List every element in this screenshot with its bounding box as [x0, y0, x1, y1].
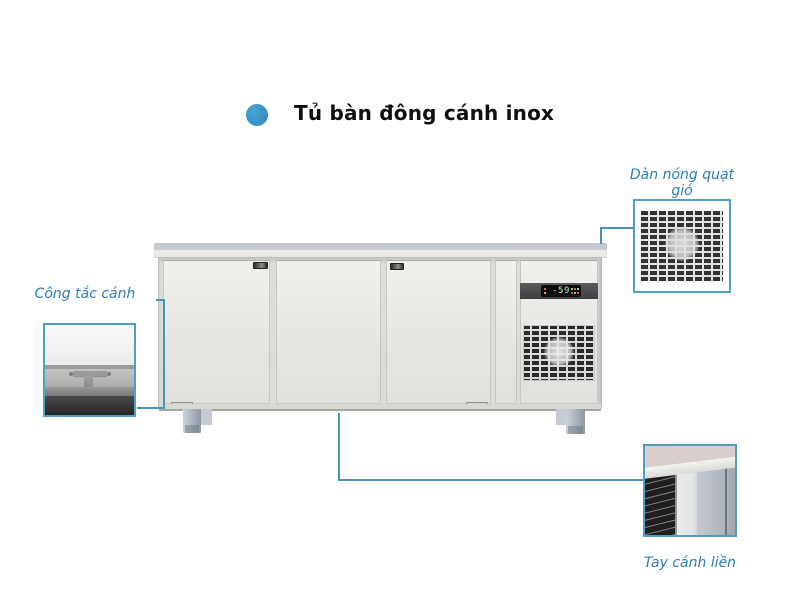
temperature-display: -59 [541, 285, 581, 297]
freezer-leg-front-right [566, 409, 585, 434]
leg-foot [185, 425, 199, 433]
title-bullet-icon [246, 104, 268, 126]
connector-switch-vertical [163, 299, 165, 409]
display-indicator-dots-left [544, 288, 546, 290]
fan-icon [544, 337, 574, 367]
freezer-plinth [159, 404, 601, 411]
detail-box-door-switch [43, 323, 136, 417]
freezer-leg-back-left [201, 409, 212, 425]
brand-badge [253, 262, 268, 269]
connector-switch-horizontal [137, 407, 165, 409]
connector-handle-horizontal [338, 479, 645, 481]
freezer-door-left [163, 260, 270, 404]
switch-closeup-frame [45, 369, 134, 388]
door-switch-bracket [72, 371, 107, 376]
callout-label-flush-handle: Tay cánh liền [643, 555, 737, 571]
freezer-blank-panel [495, 260, 517, 404]
door-switch-lever [83, 375, 93, 388]
page-title: Tủ bàn đông cánh inox [294, 101, 555, 125]
connector-switch-stub [156, 299, 165, 301]
freezer-side-edge [598, 260, 602, 404]
freezer-leg-front-left [183, 409, 201, 433]
display-indicator-dots-right [571, 288, 573, 290]
detail-box-condenser-fan [633, 199, 731, 293]
callout-label-door-switch: Công tắc cánh [34, 286, 136, 302]
freezer-leg-back-right [556, 409, 567, 425]
switch-closeup-edge [45, 365, 134, 369]
handle-closeup-door-gap [725, 460, 727, 535]
switch-closeup-shadow [45, 387, 134, 396]
switch-closeup-cavity [45, 396, 134, 415]
connector-condenser-vertical [600, 228, 602, 244]
leg-foot [568, 426, 583, 434]
handle-closeup-open-cavity [645, 472, 675, 535]
brand-badge [390, 263, 404, 270]
freezer-door-right [386, 260, 491, 404]
freezer-countertop [154, 243, 607, 258]
fan-icon [665, 227, 699, 261]
connector-condenser-horizontal [600, 227, 635, 229]
connector-handle-vertical [338, 413, 340, 481]
callout-label-condenser-fan: Dàn nóng quạt gió [629, 167, 735, 199]
freezer-door-middle [276, 260, 381, 404]
handle-closeup-handle-strip [675, 466, 697, 535]
ventilation-grille [523, 325, 595, 381]
switch-closeup-door-face [45, 325, 134, 365]
condenser-grille-closeup [641, 211, 723, 281]
screw-icon [106, 372, 111, 376]
screw-icon [68, 372, 73, 376]
detail-box-flush-handle [643, 444, 737, 537]
handle-closeup-door-face [697, 460, 735, 535]
